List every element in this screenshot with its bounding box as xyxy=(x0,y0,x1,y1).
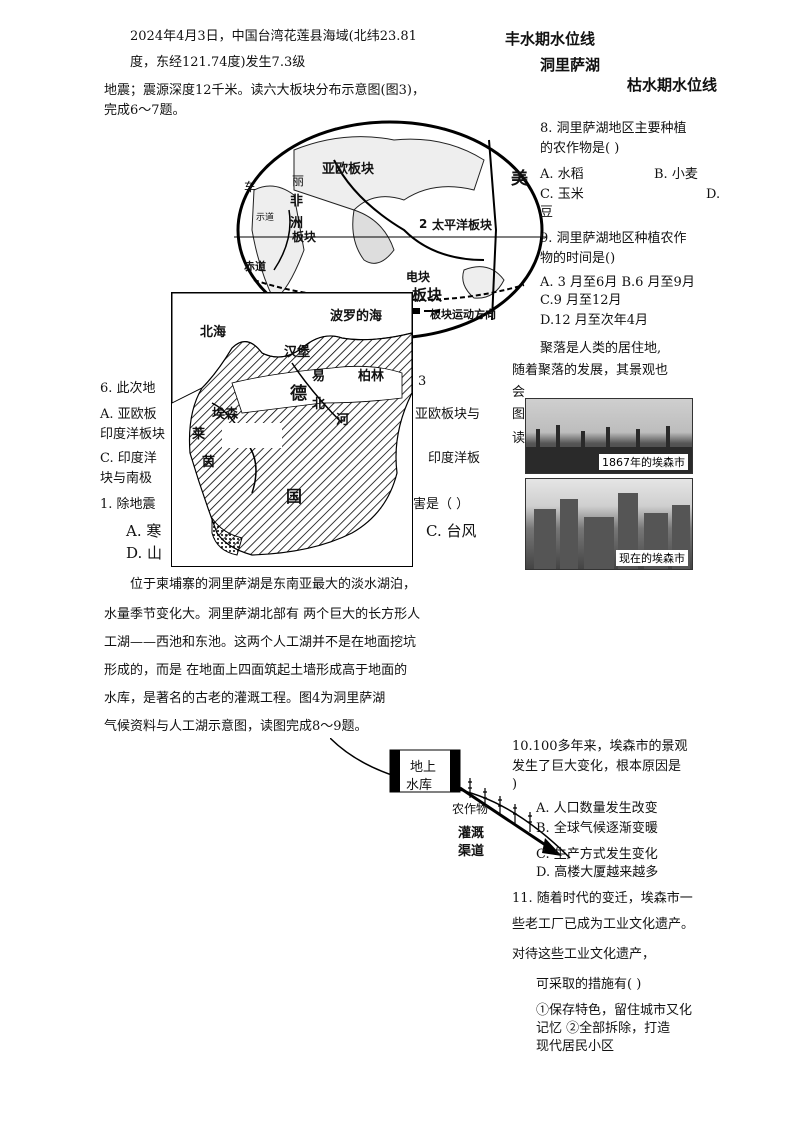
africa-label-a: 非 xyxy=(290,194,304,209)
elbe-label-he: 河 xyxy=(336,413,350,428)
reservoir-diagram: 地上 水库 农作物 灌溉 渠道 xyxy=(329,737,580,868)
map-small-c: 示道 xyxy=(256,213,275,223)
essen-1867-photo: 1867年的埃森市 xyxy=(525,398,693,474)
q6-option-c1: C. 印度洋 xyxy=(100,451,157,466)
q8-option-a: A. 水稻 xyxy=(540,167,584,182)
q11-stem-4: 可采取的措施有( ) xyxy=(536,977,642,992)
intro-line-4: 完成6～7题。 xyxy=(104,103,186,118)
hamburg-label: 汉堡 xyxy=(284,345,311,360)
passage-line-3: 工湖——西池和东池。这两个人工湖并不是在地面挖坑 xyxy=(104,635,417,650)
passage-line-5: 水库，是著名的古老的灌溉工程。图4为洞里萨湖 xyxy=(104,691,386,706)
q8-stem-2: 的农作物是( ) xyxy=(540,141,620,156)
map-small-b: 丽 xyxy=(292,174,305,188)
intro-line-2: 度，东经121.74度)发生7.3级 xyxy=(130,55,306,70)
q8-stem-1: 8. 洞里萨湖地区主要种植 xyxy=(540,121,687,136)
q11-stem-2: 些老工厂已成为工业文化遗产。 xyxy=(512,917,695,932)
q6-option-c2: 块与南极 xyxy=(100,471,153,486)
reservoir-graphic xyxy=(329,737,571,859)
rhine-label-yin: 茵 xyxy=(202,455,216,470)
indian-plate-fragment: 电块 xyxy=(406,270,431,284)
q9-option-d: D.12 月至次年4月 xyxy=(540,313,649,328)
settle-line-3: 会 xyxy=(512,385,526,400)
q8-option-d-text: 豆 xyxy=(540,205,554,220)
germany-label-guo: 国 xyxy=(286,487,303,506)
north-sea-label: 北海 xyxy=(200,325,227,340)
q8-option-c: C. 玉米 xyxy=(540,187,584,202)
germany-label-de: 德 xyxy=(290,384,307,404)
q6-option-a1: A. 亚欧板 xyxy=(100,407,157,422)
figure-3-label: 3 xyxy=(418,374,427,389)
dry-level-heading: 枯水期水位线 xyxy=(627,76,718,94)
reservoir-label-2: 水库 xyxy=(406,778,433,793)
elbe-label-yi: 易 xyxy=(312,369,326,384)
q10-option-c: C. 生产方式发生变化 xyxy=(536,847,658,862)
q9-stem-1: 9. 洞里萨湖地区种植农作 xyxy=(540,231,687,246)
q11-option-1: ①保存特色，留住城市又化 xyxy=(536,1003,693,1018)
q6-option-d-fragment: 印度洋板 xyxy=(428,451,481,466)
germany-map: 北海 波罗的海 汉堡 柏林 易 德 北 河 埃森 莱 茵 国 xyxy=(171,292,413,567)
tonle-sap-heading: 洞里萨湖 xyxy=(540,56,601,74)
q11-option-2: 记忆 ②全部拆除，打造 xyxy=(536,1021,671,1036)
q7-stem-right: 害是（ ） xyxy=(413,497,470,512)
map-small-d: 赤道 xyxy=(244,260,266,273)
q6-option-b-fragment: 亚欧板块与 xyxy=(415,407,481,422)
q10-option-d: D. 高楼大厦越来越多 xyxy=(536,865,659,880)
canal-label-1: 灌溉 xyxy=(458,826,485,841)
settle-line-4: 图 xyxy=(512,407,526,422)
eurasian-plate-label: 亚欧板块 xyxy=(322,162,375,177)
q7-option-d: D. 山 xyxy=(126,544,163,562)
q9-options-ab: A. 3 月至6月 B.6 月至9月 xyxy=(540,275,695,290)
essen-now-caption: 现在的埃森市 xyxy=(616,550,688,566)
baltic-sea-label: 波罗的海 xyxy=(330,309,383,324)
flood-level-heading: 丰水期水位线 xyxy=(505,30,596,48)
q10-option-a: A. 人口数量发生改变 xyxy=(536,801,658,816)
essen-1867-caption: 1867年的埃森市 xyxy=(599,454,688,470)
berlin-label: 柏林 xyxy=(358,369,385,384)
reservoir-label-1: 地上 xyxy=(410,760,437,775)
q11-option-3: 现代居民小区 xyxy=(536,1039,615,1054)
essen-now-photo: 现在的埃森市 xyxy=(525,478,693,570)
pacific-plate-label: 太平洋板块 xyxy=(432,218,493,232)
q8-option-b: B. 小麦 xyxy=(654,167,698,182)
plate-motion-legend: 板块运动方向 xyxy=(430,308,496,321)
intro-line-1: 2024年4月3日，中国台湾花莲县海域(北纬23.81 xyxy=(130,29,417,44)
q7-stem: 1. 除地震 xyxy=(100,497,156,512)
rhine-label-lai: 莱 xyxy=(192,427,206,442)
germany-map-graphic xyxy=(171,292,413,556)
q10-stem-3: ) xyxy=(512,777,518,792)
q10-option-b: B. 全球气候逐渐变暖 xyxy=(536,821,658,836)
plate-label: 板块 xyxy=(412,286,443,304)
map-small-a: 车 xyxy=(244,180,257,194)
q9-stem-2: 物的时间是() xyxy=(540,251,616,266)
q7-option-c: C. 台风 xyxy=(426,522,477,540)
q6-option-a2: 印度洋板块 xyxy=(100,427,166,442)
africa-label-b: 洲 xyxy=(290,216,304,231)
map-plate-small: 板块 xyxy=(292,230,317,244)
q10-stem-2: 发生了巨大变化，根本原因是 xyxy=(512,759,682,774)
world-plate-map: 亚欧板块 太平洋板块 2 非 洲 美 车 丽 示道 板块 赤道 电块 板块 板块… xyxy=(234,120,546,350)
elbe-label-bei: 北 xyxy=(312,397,326,412)
world-map-graphic xyxy=(234,120,546,340)
q11-stem-3: 对待这些工业文化遗产， xyxy=(512,947,656,962)
passage-line-4: 形成的，而是 在地面上四面筑起土墙形成高于地面的 xyxy=(104,663,408,678)
passage-line-2: 水量季节变化大。洞里萨湖北部有 两个巨大的长方形人 xyxy=(104,607,421,622)
settle-line-1: 聚落是人类的居住地, xyxy=(540,341,662,356)
passage-line-1: 位于柬埔寨的洞里萨湖是东南亚最大的淡水湖泊， xyxy=(130,577,417,592)
essen-label: 埃森 xyxy=(212,407,239,422)
intro-line-3: 地震；震源深度12千米。读六大板块分布示意图(图3)， xyxy=(104,83,425,98)
q10-stem-1: 10.100多年来，埃森市的景观 xyxy=(512,739,688,754)
q6-stem: 6. 此次地 xyxy=(100,381,156,396)
q9-option-c: C.9 月至12月 xyxy=(540,293,622,308)
america-label: 美 xyxy=(511,169,528,189)
settle-line-5: 读 xyxy=(512,431,526,446)
q11-stem-1: 11. 随着时代的变迁，埃森市一 xyxy=(512,891,693,906)
passage-line-6: 气候资料与人工湖示意图，读图完成8～9题。 xyxy=(104,719,368,734)
crops-label: 农作物 xyxy=(452,802,489,816)
q7-option-a: A. 寒 xyxy=(126,522,162,540)
marker-2: 2 xyxy=(419,217,428,231)
q8-option-d: D. xyxy=(706,187,721,202)
canal-label-2: 渠道 xyxy=(458,844,485,859)
settle-line-2: 随着聚落的发展，其景观也 xyxy=(512,363,669,378)
